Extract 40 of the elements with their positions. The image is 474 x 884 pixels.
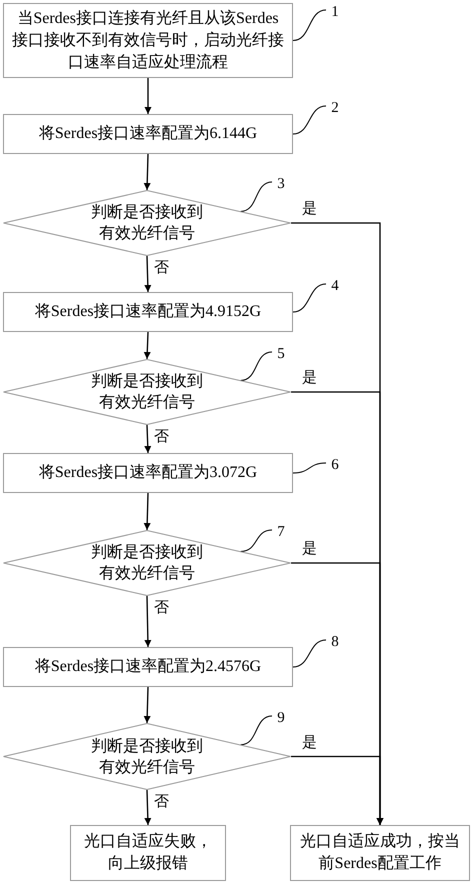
callout-number: 2 bbox=[328, 98, 342, 118]
arrow bbox=[144, 424, 152, 454]
arrow bbox=[144, 256, 152, 292]
leader-line bbox=[292, 284, 326, 312]
process-box: 光口自适应失败，向上级报错 bbox=[70, 825, 226, 881]
leader-line bbox=[240, 352, 272, 381]
callout-number: 1 bbox=[328, 2, 342, 22]
callout-number: 7 bbox=[274, 522, 288, 542]
leader-line bbox=[240, 530, 272, 552]
process-box: 将Serdes接口速率配置为2.4576G bbox=[3, 647, 293, 687]
arrow bbox=[144, 492, 151, 530]
decision-text: 判断是否接收到有效光纤信号 bbox=[90, 202, 204, 244]
leader-line bbox=[240, 182, 272, 212]
arrow bbox=[144, 596, 152, 648]
callout-number: 5 bbox=[274, 344, 288, 364]
arrow bbox=[144, 686, 151, 724]
edge-label: 是 bbox=[301, 732, 318, 752]
process-box: 当Serdes接口连接有光纤且从该Serdes接口接收不到有效信号时，启动光纤接口速率自适应处理流程 bbox=[3, 3, 293, 78]
process-box: 将Serdes接口速率配置为4.9152G bbox=[3, 292, 293, 332]
arrow bbox=[291, 756, 384, 825]
leader-line bbox=[292, 462, 326, 474]
callout-number: 6 bbox=[328, 455, 342, 475]
process-box: 将Serdes接口速率配置为3.072G bbox=[3, 453, 293, 493]
callout-number: 8 bbox=[328, 632, 342, 652]
arrow bbox=[144, 790, 152, 826]
decision-text: 判断是否接收到有效光纤信号 bbox=[90, 542, 204, 584]
leader-line bbox=[292, 106, 326, 134]
arrow bbox=[144, 154, 151, 190]
decision-text: 判断是否接收到有效光纤信号 bbox=[90, 736, 204, 778]
callout-number: 3 bbox=[274, 174, 288, 194]
callout-number: 9 bbox=[274, 708, 288, 728]
decision-text: 判断是否接收到有效光纤信号 bbox=[90, 372, 204, 413]
leader-line bbox=[292, 10, 326, 41]
process-box: 光口自适应成功，按当前Serdes配置工作 bbox=[290, 825, 470, 881]
process-box: 将Serdes接口速率配置为6.144G bbox=[3, 114, 293, 154]
arrow bbox=[144, 332, 151, 360]
leader-line bbox=[240, 716, 272, 746]
arrow bbox=[144, 78, 152, 114]
leader-line bbox=[292, 640, 326, 668]
callout-number: 4 bbox=[328, 276, 342, 296]
